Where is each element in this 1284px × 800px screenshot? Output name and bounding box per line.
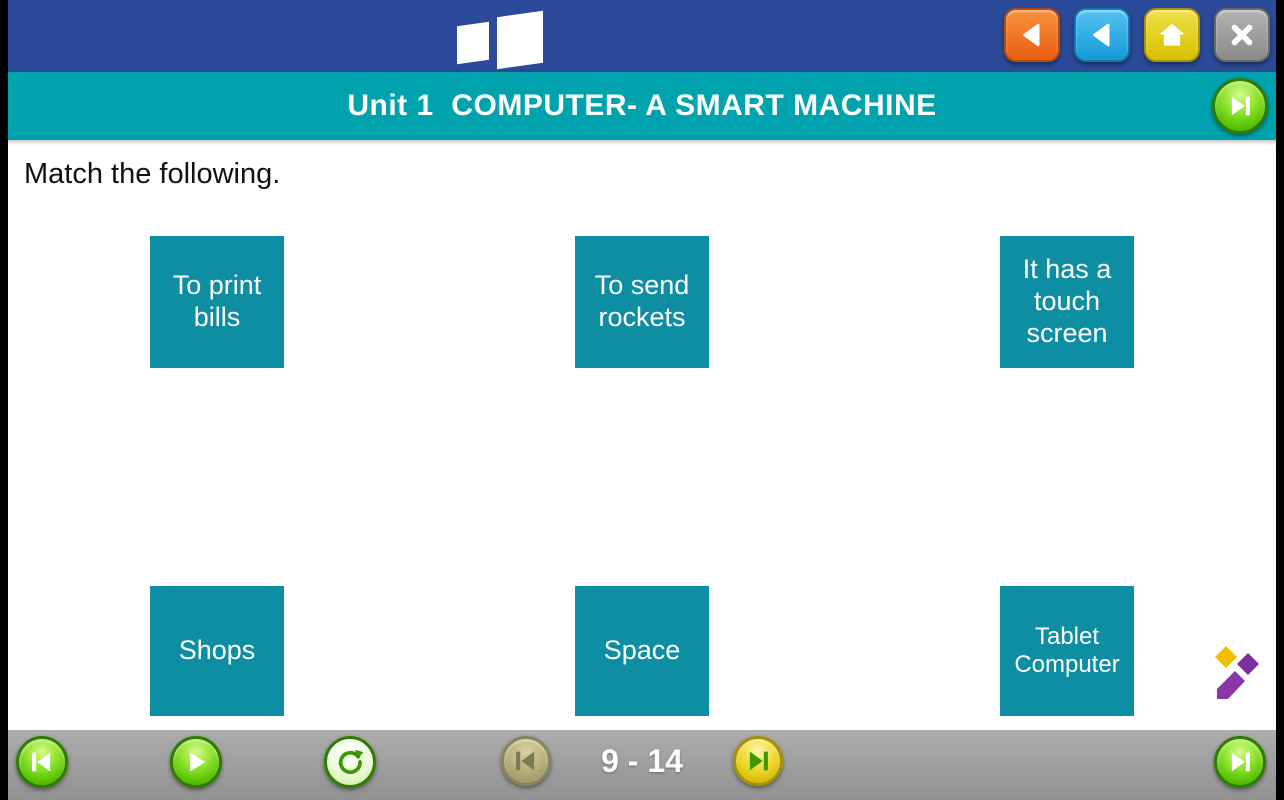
window-controls <box>1004 8 1270 62</box>
home-icon <box>1159 23 1185 46</box>
skip-next-icon <box>1231 96 1250 116</box>
pager-next-button[interactable] <box>733 736 783 786</box>
page-indicator: 9 - 14 <box>601 742 683 779</box>
card-label: To print bills <box>172 270 262 332</box>
skip-previous-icon <box>516 751 535 771</box>
header-next-button[interactable] <box>1212 78 1268 134</box>
windows-logo-pane <box>497 10 543 70</box>
footer-play-button[interactable] <box>170 736 222 788</box>
footer-first-button[interactable] <box>16 736 68 788</box>
letterbox-right <box>1276 0 1284 800</box>
footer-next-button[interactable] <box>1214 736 1266 788</box>
footer-replay-button[interactable] <box>324 736 376 788</box>
home-button[interactable] <box>1144 8 1200 62</box>
left-arrow-icon <box>1023 23 1040 47</box>
pager-prev-button[interactable] <box>501 736 551 786</box>
back-button[interactable] <box>1004 8 1060 62</box>
card-label: Space <box>603 635 681 666</box>
match-card-shops[interactable]: Shops <box>150 586 284 716</box>
close-button[interactable] <box>1214 8 1270 62</box>
card-label: To send rockets <box>594 270 690 332</box>
windows-logo-pane <box>457 21 489 65</box>
match-card-tablet-computer[interactable]: Tablet Computer <box>1000 586 1134 716</box>
match-card-space[interactable]: Space <box>575 586 709 716</box>
card-label: It has a touch screen <box>1022 254 1112 348</box>
instruction-text: Match the following. <box>24 158 281 190</box>
skip-next-icon <box>1231 752 1250 772</box>
skip-previous-icon <box>32 752 51 772</box>
card-label: Tablet Computer <box>1014 622 1120 678</box>
lesson-header: Unit 1 COMPUTER- A SMART MACHINE <box>0 72 1284 140</box>
pencil-logo <box>1215 646 1259 699</box>
match-card-to-send-rockets[interactable]: To send rockets <box>575 236 709 368</box>
windows-logo <box>455 10 547 70</box>
match-card-touch-screen[interactable]: It has a touch screen <box>1000 236 1134 368</box>
page-title: Unit 1 COMPUTER- A SMART MACHINE <box>347 89 937 122</box>
skip-next-icon <box>749 751 768 771</box>
previous-button[interactable] <box>1074 8 1130 62</box>
left-arrow-icon <box>1093 23 1110 47</box>
play-icon <box>190 752 206 772</box>
replay-icon <box>338 749 364 775</box>
match-card-to-print-bills[interactable]: To print bills <box>150 236 284 368</box>
title-bar <box>0 0 1284 72</box>
close-icon <box>1231 24 1253 46</box>
letterbox-left <box>0 0 8 800</box>
page-navigator: 9 - 14 <box>501 736 783 786</box>
card-label: Shops <box>178 635 256 666</box>
